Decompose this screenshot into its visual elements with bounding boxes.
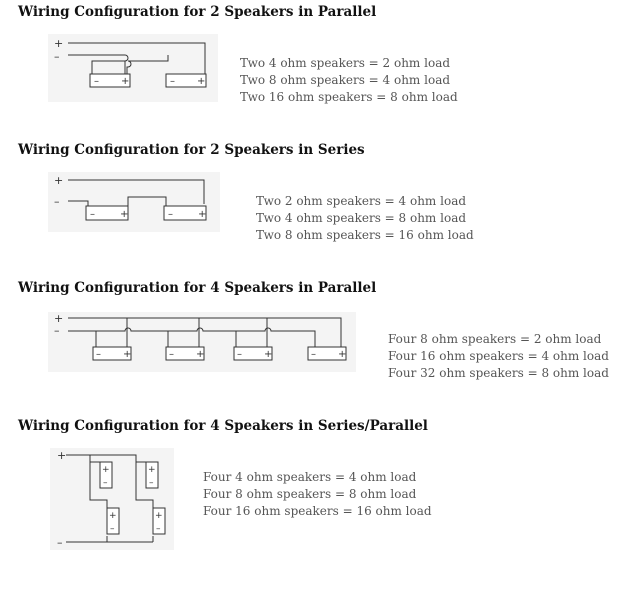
negative-terminal: – bbox=[57, 536, 63, 549]
svg-text:–: – bbox=[96, 349, 101, 360]
svg-text:+: + bbox=[148, 465, 156, 475]
load-item: Two 4 ohm speakers = 2 ohm load bbox=[240, 56, 451, 70]
wiring-diagram-4-parallel: + – –+ –+ –+ –+ bbox=[48, 312, 356, 372]
section-2-parallel: Wiring Configuration for 2 Speakers in P… bbox=[0, 4, 638, 124]
svg-text:–: – bbox=[170, 76, 175, 87]
load-item: Four 4 ohm speakers = 4 ohm load bbox=[203, 470, 417, 484]
svg-text:+: + bbox=[123, 349, 131, 360]
load-item: Four 32 ohm speakers = 8 ohm load bbox=[388, 366, 609, 380]
load-item: Four 8 ohm speakers = 2 ohm load bbox=[388, 332, 602, 346]
positive-terminal: + bbox=[54, 37, 63, 50]
svg-text:–: – bbox=[94, 76, 99, 87]
positive-terminal: + bbox=[54, 312, 63, 325]
svg-text:–: – bbox=[169, 349, 174, 360]
section-title: Wiring Configuration for 4 Speakers in P… bbox=[18, 280, 377, 296]
load-item: Four 16 ohm speakers = 16 ohm load bbox=[203, 504, 432, 518]
positive-terminal: + bbox=[54, 174, 63, 187]
load-item: Four 8 ohm speakers = 8 ohm load bbox=[203, 487, 417, 501]
svg-text:+: + bbox=[338, 349, 346, 360]
section-title: Wiring Configuration for 2 Speakers in S… bbox=[18, 142, 365, 158]
section-title: Wiring Configuration for 2 Speakers in P… bbox=[18, 4, 377, 20]
svg-text:+: + bbox=[155, 511, 163, 521]
wiring-diagram-4-series-parallel: + – + – + – + – + – bbox=[50, 448, 174, 550]
load-item: Two 2 ohm speakers = 4 ohm load bbox=[256, 194, 467, 208]
wiring-diagram-2-series: + – – + – + bbox=[48, 172, 220, 232]
svg-text:–: – bbox=[103, 478, 108, 488]
negative-terminal: – bbox=[54, 324, 60, 337]
section-title: Wiring Configuration for 4 Speakers in S… bbox=[18, 418, 428, 434]
load-item: Four 16 ohm speakers = 4 ohm load bbox=[388, 349, 609, 363]
svg-text:+: + bbox=[197, 76, 205, 87]
load-item: Two 16 ohm speakers = 8 ohm load bbox=[240, 90, 458, 104]
svg-text:–: – bbox=[237, 349, 242, 360]
negative-terminal: – bbox=[54, 50, 60, 63]
svg-text:–: – bbox=[90, 209, 95, 220]
section-4-parallel: Wiring Configuration for 4 Speakers in P… bbox=[0, 280, 638, 400]
negative-terminal: – bbox=[54, 195, 60, 208]
svg-text:+: + bbox=[109, 511, 117, 521]
positive-terminal: + bbox=[57, 449, 66, 462]
svg-text:+: + bbox=[121, 76, 129, 87]
load-list: Four 8 ohm speakers = 2 ohm load Four 16… bbox=[388, 331, 609, 382]
svg-text:–: – bbox=[110, 524, 115, 534]
svg-text:+: + bbox=[198, 209, 206, 220]
section-2-series: Wiring Configuration for 2 Speakers in S… bbox=[0, 142, 638, 262]
load-item: Two 4 ohm speakers = 8 ohm load bbox=[256, 211, 467, 225]
svg-text:+: + bbox=[102, 465, 110, 475]
svg-text:+: + bbox=[264, 349, 272, 360]
svg-text:–: – bbox=[168, 209, 173, 220]
svg-text:+: + bbox=[196, 349, 204, 360]
load-list: Two 2 ohm speakers = 4 ohm load Two 4 oh… bbox=[256, 193, 474, 244]
load-list: Two 4 ohm speakers = 2 ohm load Two 8 oh… bbox=[240, 55, 458, 106]
section-4-series-parallel: Wiring Configuration for 4 Speakers in S… bbox=[0, 418, 638, 568]
load-list: Four 4 ohm speakers = 4 ohm load Four 8 … bbox=[203, 469, 432, 520]
svg-text:–: – bbox=[311, 349, 316, 360]
load-item: Two 8 ohm speakers = 4 ohm load bbox=[240, 73, 451, 87]
wiring-diagram-2-parallel: + – –+ –+ bbox=[48, 34, 218, 102]
load-item: Two 8 ohm speakers = 16 ohm load bbox=[256, 228, 474, 242]
svg-text:+: + bbox=[120, 209, 128, 220]
svg-text:–: – bbox=[149, 478, 154, 488]
svg-text:–: – bbox=[156, 524, 161, 534]
